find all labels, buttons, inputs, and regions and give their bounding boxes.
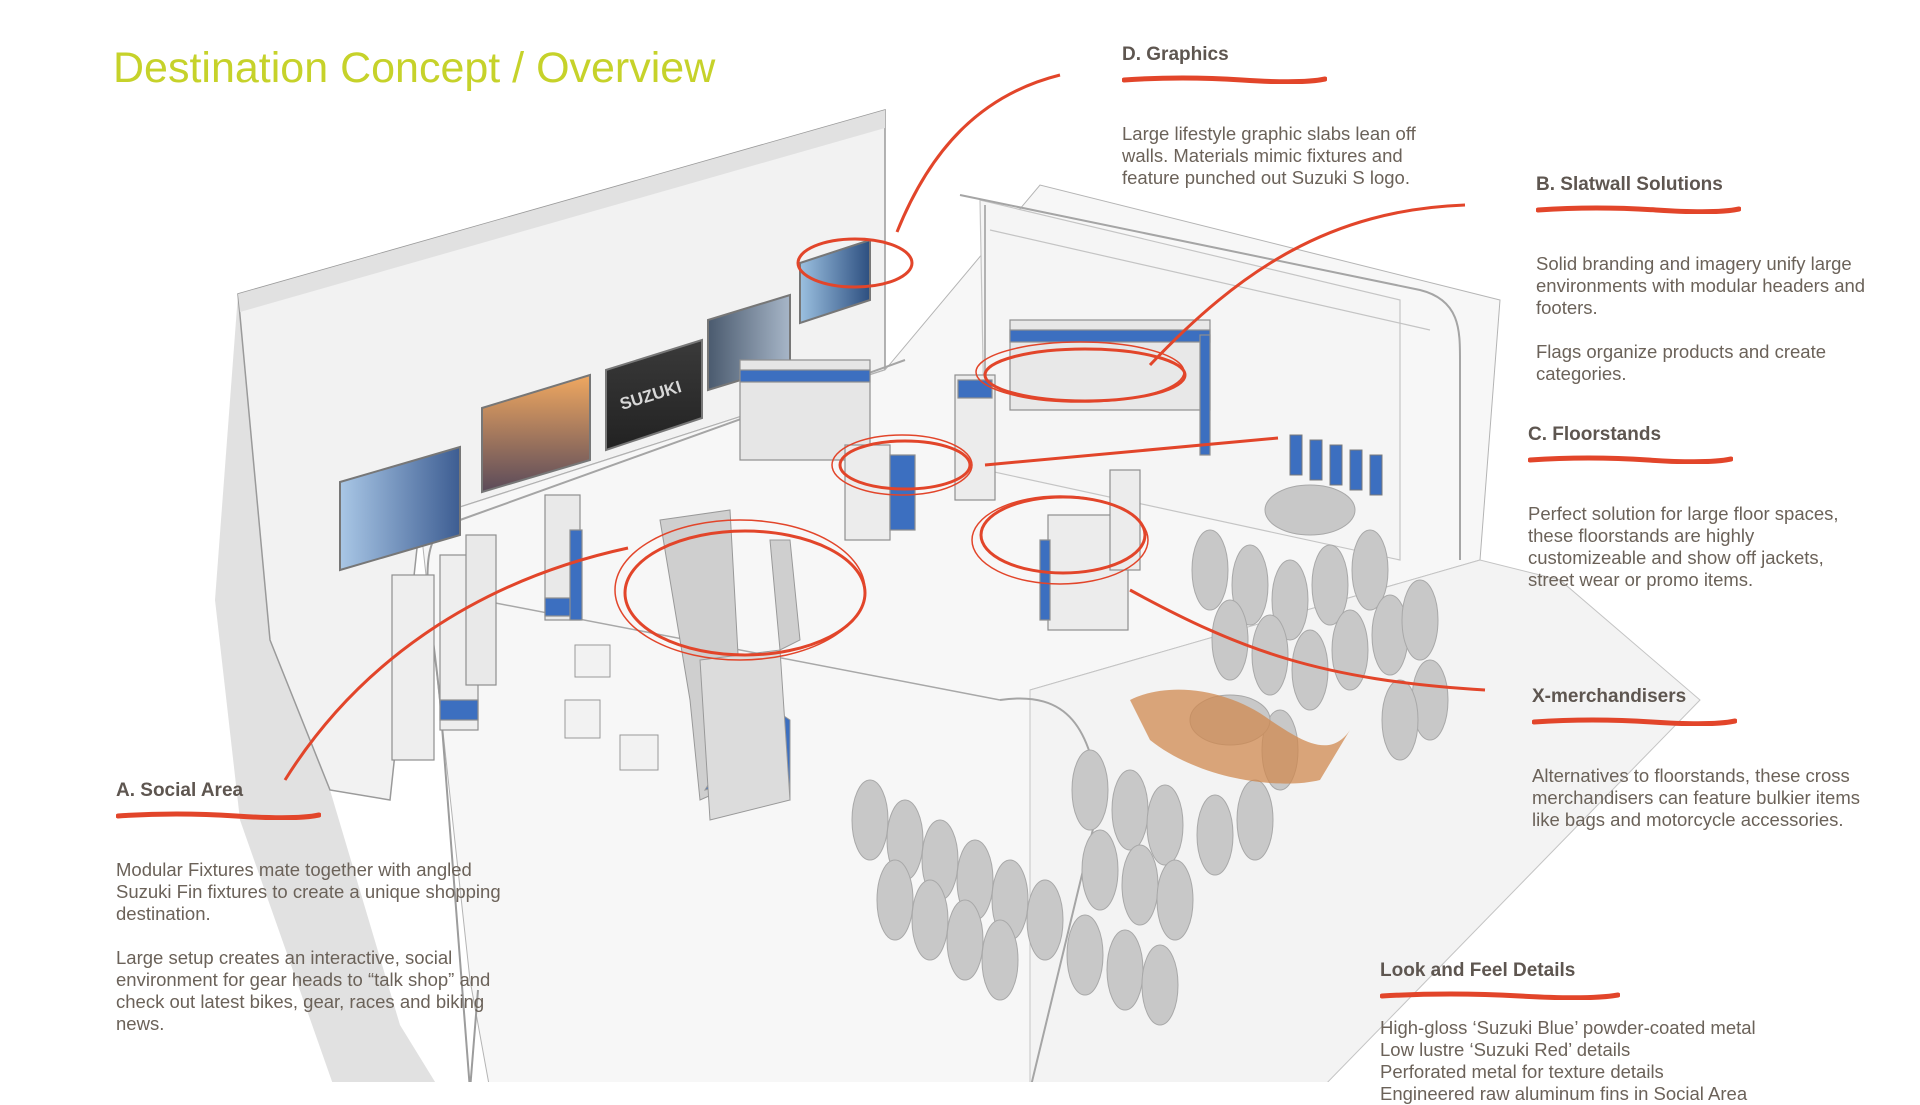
floorstands-brush-stroke bbox=[1528, 454, 1733, 464]
social-body-1: Modular Fixtures mate together with angl… bbox=[116, 859, 516, 925]
floorstands-heading: C. Floorstands bbox=[1528, 424, 1873, 446]
social-body-2: Large setup creates an interactive, soci… bbox=[116, 947, 516, 1035]
xmerch-body: Alternatives to floorstands, these cross… bbox=[1532, 765, 1862, 831]
lookfeel-heading: Look and Feel Details bbox=[1380, 960, 1810, 982]
floorstands-section: C. Floorstands Perfect solution for larg… bbox=[1528, 424, 1873, 591]
slatwall-heading: B. Slatwall Solutions bbox=[1536, 174, 1876, 196]
social-heading: A. Social Area bbox=[116, 780, 516, 802]
lookfeel-item-4: Engineered raw aluminum fins in Social A… bbox=[1380, 1083, 1810, 1105]
lookfeel-item-1: High-gloss ‘Suzuki Blue’ powder-coated m… bbox=[1380, 1017, 1810, 1039]
graphics-brush-stroke bbox=[1122, 74, 1327, 84]
social-brush-stroke bbox=[116, 810, 321, 820]
page-title: Destination Concept / Overview bbox=[113, 44, 715, 93]
xmerch-section: X-merchandisers Alternatives to floorsta… bbox=[1532, 686, 1862, 831]
lookfeel-item-2: Low lustre ‘Suzuki Red’ details bbox=[1380, 1039, 1810, 1061]
xmerch-brush-stroke bbox=[1532, 716, 1737, 726]
slatwall-section: B. Slatwall Solutions Solid branding and… bbox=[1536, 174, 1876, 385]
social-section: A. Social Area Modular Fixtures mate tog… bbox=[116, 780, 516, 1035]
graphics-body: Large lifestyle graphic slabs lean off w… bbox=[1122, 123, 1452, 189]
lookfeel-item-3: Perforated metal for texture details bbox=[1380, 1061, 1810, 1083]
lookfeel-brush-stroke bbox=[1380, 990, 1620, 1000]
floorstands-body: Perfect solution for large floor spaces,… bbox=[1528, 503, 1873, 591]
xmerch-heading: X-merchandisers bbox=[1532, 686, 1862, 708]
lookfeel-section: Look and Feel Details High-gloss ‘Suzuki… bbox=[1380, 960, 1810, 1105]
slatwall-body-2: Flags organize products and create categ… bbox=[1536, 341, 1876, 385]
slatwall-brush-stroke bbox=[1536, 204, 1741, 214]
graphics-section: D. Graphics Large lifestyle graphic slab… bbox=[1122, 44, 1452, 189]
slatwall-body-1: Solid branding and imagery unify large e… bbox=[1536, 253, 1876, 319]
graphics-heading: D. Graphics bbox=[1122, 44, 1452, 66]
